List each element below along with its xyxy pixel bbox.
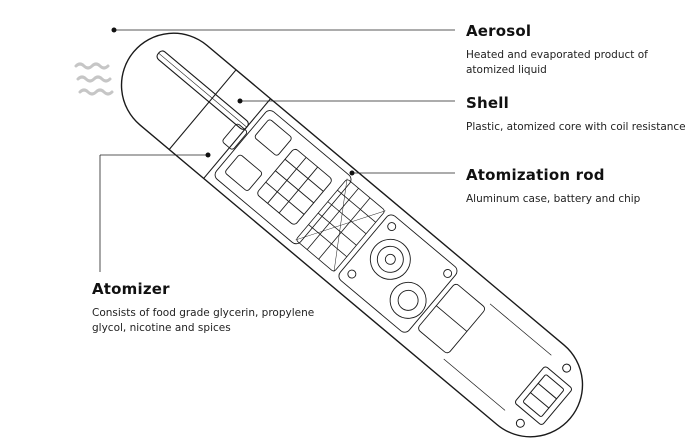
device-outline bbox=[120, 32, 584, 438]
leader-dots bbox=[111, 27, 355, 176]
vapor-wisps-icon bbox=[74, 62, 114, 96]
label-atomizer: Atomizer Consists of food grade glycerin… bbox=[92, 280, 332, 336]
leader-dot-icon bbox=[349, 170, 355, 176]
label-aerosol-title: Aerosol bbox=[466, 22, 532, 40]
leader-dot-icon bbox=[111, 27, 117, 33]
mouthpiece-seam bbox=[168, 69, 237, 150]
desc-line: Heated and evaporated product of bbox=[466, 49, 648, 61]
label-aerosol: Aerosol Heated and evaporated product of… bbox=[466, 22, 696, 78]
leader-dot-icon bbox=[237, 98, 243, 104]
label-atomizer-desc: Consists of food grade glycerin, propyle… bbox=[92, 306, 332, 336]
label-rod-title: Atomization rod bbox=[466, 166, 605, 184]
battery-chip bbox=[338, 214, 486, 354]
desc-line: Plastic, atomized core with coil resista… bbox=[466, 121, 686, 133]
charging-port bbox=[515, 363, 573, 428]
atomizer-core bbox=[214, 110, 352, 245]
coil-assembly bbox=[295, 178, 386, 273]
leader-dot-icon bbox=[205, 152, 211, 158]
label-shell-desc: Plastic, atomized core with coil resista… bbox=[466, 120, 696, 135]
label-shell-title: Shell bbox=[466, 94, 509, 112]
desc-line: Aluminum case, battery and chip bbox=[466, 193, 641, 205]
vape-device bbox=[120, 32, 584, 438]
desc-line: atomized liquid bbox=[466, 64, 547, 76]
label-atomizer-title: Atomizer bbox=[92, 280, 170, 298]
label-shell: Shell Plastic, atomized core with coil r… bbox=[466, 94, 696, 135]
label-atomization-rod: Atomization rod Aluminum case, battery a… bbox=[466, 166, 696, 207]
desc-line: Consists of food grade glycerin, propyle… bbox=[92, 307, 315, 319]
desc-line: glycol, nicotine and spices bbox=[92, 322, 231, 334]
label-aerosol-desc: Heated and evaporated product of atomize… bbox=[466, 48, 696, 78]
label-rod-desc: Aluminum case, battery and chip bbox=[466, 192, 696, 207]
leader-lines bbox=[99, 29, 455, 272]
